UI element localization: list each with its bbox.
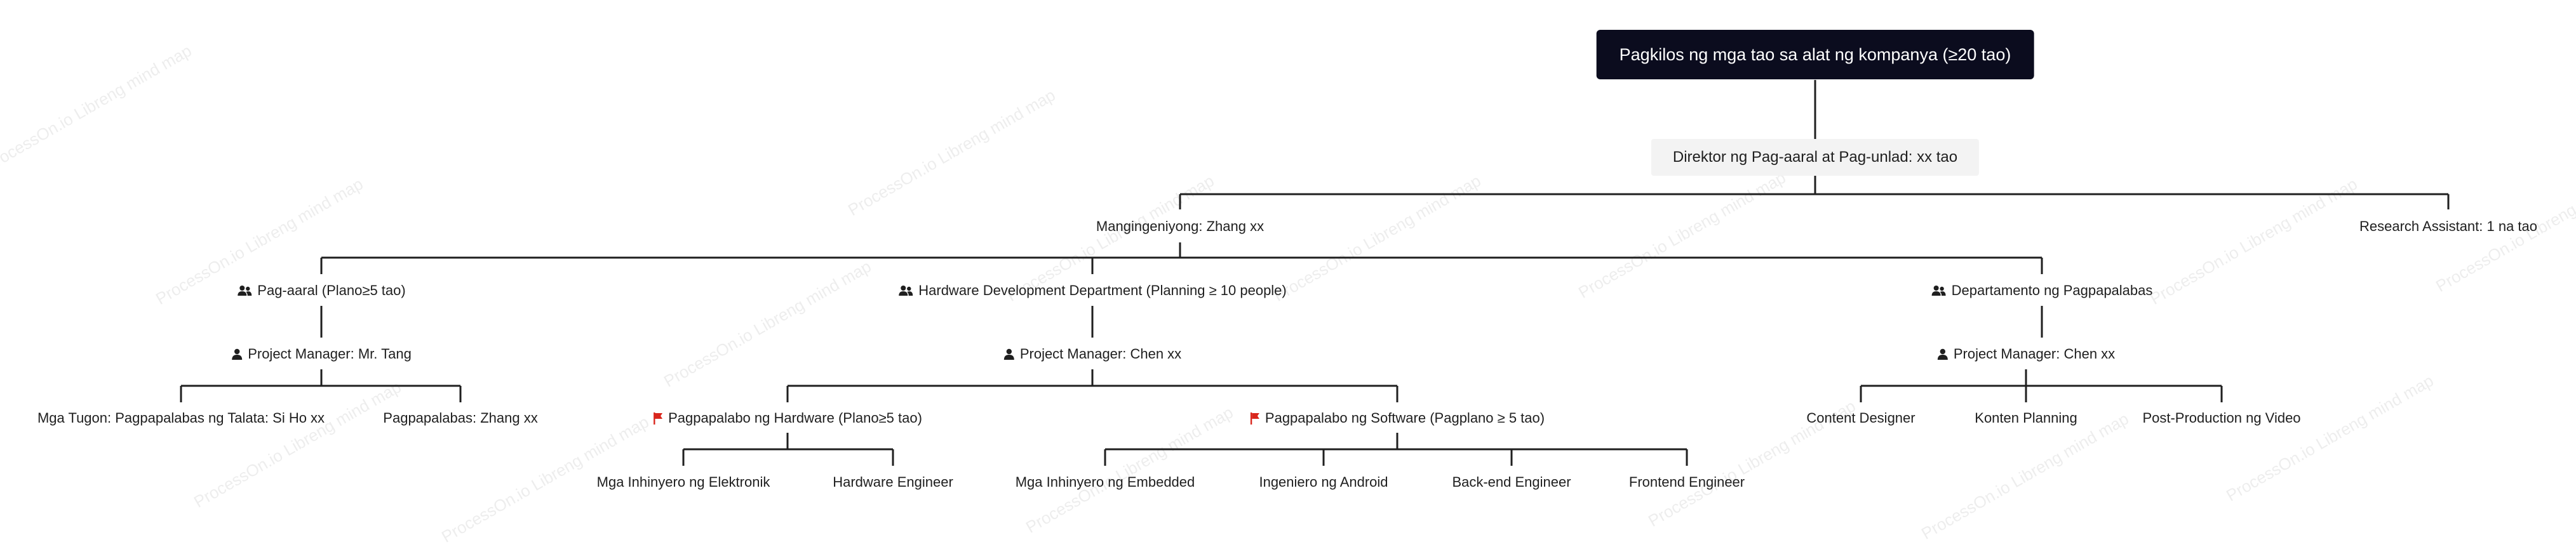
hw-group-label: Pagpapalabo ng Hardware (Plano≥5 tao) — [668, 410, 922, 426]
hw-group-node[interactable]: Pagpapalabo ng Hardware (Plano≥5 tao) — [653, 410, 922, 426]
engineer-lead-node[interactable]: Mangingeniyong: Zhang xx — [1096, 218, 1264, 235]
content-planning-label: Konten Planning — [1975, 410, 2077, 426]
backend-eng-node[interactable]: Back-end Engineer — [1452, 474, 1571, 491]
android-eng-node[interactable]: Ingeniero ng Android — [1259, 474, 1388, 491]
study-response-node[interactable]: Mga Tugon: Pagpapalabas ng Talata: Si Ho… — [37, 410, 325, 426]
pm-tang-label: Project Manager: Mr. Tang — [248, 346, 412, 362]
engineer-lead-label: Mangingeniyong: Zhang xx — [1096, 218, 1265, 234]
director-label: Direktor ng Pag-aaral at Pag-unlad: xx t… — [1672, 148, 1958, 166]
backend-eng-label: Back-end Engineer — [1452, 474, 1571, 490]
people-icon — [898, 285, 913, 296]
pm-chen-dev-node[interactable]: Project Manager: Chen xx — [1937, 346, 2115, 362]
video-post-label: Post-Production ng Video — [2142, 410, 2301, 426]
person-icon — [1003, 348, 1015, 360]
content-planning-node[interactable]: Konten Planning — [1975, 410, 2077, 426]
embedded-eng-node[interactable]: Mga Inhinyero ng Embedded — [1016, 474, 1195, 491]
dept-dev-label: Departamento ng Pagpapalabas — [1951, 282, 2153, 298]
electronic-eng-label: Mga Inhinyero ng Elektronik — [596, 474, 770, 490]
dept-dev-node[interactable]: Departamento ng Pagpapalabas — [1931, 282, 2153, 299]
flag-icon — [653, 412, 663, 425]
connector — [1104, 433, 1688, 466]
person-icon — [231, 348, 243, 360]
root-label: Pagkilos ng mga tao sa alat ng kompanya … — [1619, 45, 2011, 64]
connector — [786, 369, 1399, 402]
pm-tang-node[interactable]: Project Manager: Mr. Tang — [231, 346, 412, 362]
embedded-eng-label: Mga Inhinyero ng Embedded — [1015, 474, 1195, 490]
research-assistant-node[interactable]: Research Assistant: 1 na tao — [2359, 218, 2537, 235]
electronic-eng-node[interactable]: Mga Inhinyero ng Elektronik — [597, 474, 770, 491]
connector — [1179, 175, 2450, 209]
director-node[interactable]: Direktor ng Pag-aaral at Pag-unlad: xx t… — [1651, 139, 1980, 176]
android-eng-label: Ingeniero ng Android — [1259, 474, 1388, 490]
video-post-node[interactable]: Post-Production ng Video — [2142, 410, 2300, 426]
person-icon — [1937, 348, 1949, 360]
dept-study-label: Pag-aaral (Plano≥5 tao) — [257, 282, 406, 298]
connector — [180, 369, 462, 402]
connector — [1860, 369, 2223, 402]
frontend-eng-label: Frontend Engineer — [1628, 474, 1745, 490]
hardware-eng-node[interactable]: Hardware Engineer — [833, 474, 953, 491]
root-node[interactable]: Pagkilos ng mga tao sa alat ng kompanya … — [1596, 30, 2034, 79]
sw-group-label: Pagpapalabo ng Software (Pagplano ≥ 5 ta… — [1265, 410, 1545, 426]
pm-chen-dev-label: Project Manager: Chen xx — [1953, 346, 2116, 362]
flag-icon — [1250, 412, 1260, 425]
dept-hardware-dev-node[interactable]: Hardware Development Department (Plannin… — [898, 282, 1287, 299]
hardware-eng-label: Hardware Engineer — [833, 474, 953, 490]
dept-study-node[interactable]: Pag-aaral (Plano≥5 tao) — [237, 282, 406, 299]
pm-chen-hw-label: Project Manager: Chen xx — [1019, 346, 1182, 362]
content-designer-label: Content Designer — [1806, 410, 1915, 426]
frontend-eng-node[interactable]: Frontend Engineer — [1629, 474, 1745, 491]
pm-chen-hw-node[interactable]: Project Manager: Chen xx — [1003, 346, 1181, 362]
dept-hardware-dev-label: Hardware Development Department (Plannin… — [918, 282, 1287, 298]
research-assistant-label: Research Assistant: 1 na tao — [2359, 218, 2538, 234]
sw-group-node[interactable]: Pagpapalabo ng Software (Pagplano ≥ 5 ta… — [1250, 410, 1545, 426]
people-icon — [237, 285, 252, 296]
connector — [682, 433, 894, 466]
study-dev-node[interactable]: Pagpapalabas: Zhang xx — [383, 410, 537, 426]
study-response-label: Mga Tugon: Pagpapalabas ng Talata: Si Ho… — [37, 410, 325, 426]
connector — [320, 242, 2043, 274]
people-icon — [1931, 285, 1947, 296]
connector-lines — [180, 80, 2450, 466]
study-dev-label: Pagpapalabas: Zhang xx — [383, 410, 538, 426]
content-designer-node[interactable]: Content Designer — [1806, 410, 1915, 426]
